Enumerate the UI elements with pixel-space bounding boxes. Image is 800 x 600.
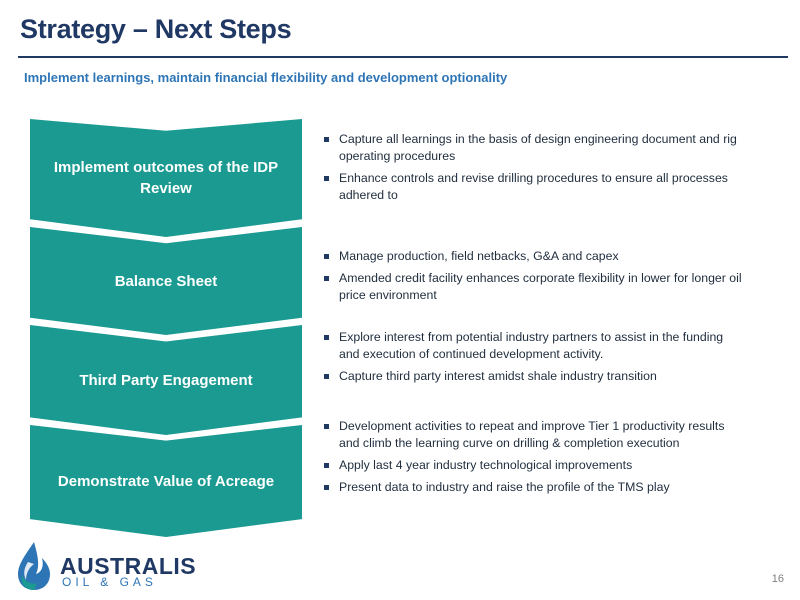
- chevron-step-4-label: Demonstrate Value of Acreage: [57, 472, 275, 490]
- bullet-text: Present data to industry and raise the p…: [339, 480, 670, 494]
- bullet-marker: [324, 254, 329, 259]
- title-divider: [18, 56, 788, 58]
- bullet-text: Amended credit facility enhances corpora…: [339, 271, 742, 302]
- bullet-marker: [324, 137, 329, 142]
- logo-subtitle: OIL & GAS: [62, 575, 157, 589]
- chevron-step-2: Balance Sheet: [30, 227, 302, 335]
- bullet-marker: [324, 485, 329, 490]
- bullet-marker: [324, 276, 329, 281]
- slide-title: Strategy – Next Steps: [20, 14, 292, 44]
- bullet-item: Present data to industry and raise the p…: [322, 479, 742, 496]
- bullet-item: Capture third party interest amidst shal…: [322, 368, 742, 385]
- chevron-step-3: Third Party Engagement: [30, 325, 302, 435]
- bullet-item: Explore interest from potential industry…: [322, 329, 742, 363]
- chevron-stack: Implement outcomes of the IDP Review Bal…: [30, 119, 302, 537]
- bullet-marker: [324, 335, 329, 340]
- logo-wordmark: AUSTRALIS: [60, 553, 197, 579]
- bullets-step-2: Manage production, field netbacks, G&A a…: [322, 248, 742, 309]
- bullet-item: Capture all learnings in the basis of de…: [322, 131, 742, 165]
- bullet-text: Development activities to repeat and imp…: [339, 419, 725, 450]
- bullets-step-1: Capture all learnings in the basis of de…: [322, 131, 742, 209]
- bullets-step-3: Explore interest from potential industry…: [322, 329, 742, 390]
- chevron-step-2-label: Balance Sheet: [114, 272, 218, 290]
- slide-subtitle: Implement learnings, maintain financial …: [24, 70, 508, 85]
- chevron-step-1-label: Implement outcomes of the IDP Review: [53, 159, 279, 197]
- page-number: 16: [771, 573, 784, 585]
- bullet-item: Manage production, field netbacks, G&A a…: [322, 248, 742, 265]
- bullet-text: Capture all learnings in the basis of de…: [339, 132, 737, 163]
- bullet-item: Enhance controls and revise drilling pro…: [322, 170, 742, 204]
- flame-drop-icon: [14, 540, 54, 597]
- bullet-text: Explore interest from potential industry…: [339, 330, 724, 361]
- bullet-text: Manage production, field netbacks, G&A a…: [339, 249, 619, 263]
- chevron-step-4: Demonstrate Value of Acreage: [30, 425, 302, 537]
- bullet-item: Apply last 4 year industry technological…: [322, 457, 742, 474]
- bullet-marker: [324, 463, 329, 468]
- bullets-step-4: Development activities to repeat and imp…: [322, 418, 742, 501]
- bullet-item: Amended credit facility enhances corpora…: [322, 270, 742, 304]
- bullet-marker: [324, 374, 329, 379]
- bullet-marker: [324, 176, 329, 181]
- bullet-text: Capture third party interest amidst shal…: [339, 369, 657, 383]
- bullet-item: Development activities to repeat and imp…: [322, 418, 742, 452]
- bullet-marker: [324, 424, 329, 429]
- chevron-step-1: Implement outcomes of the IDP Review: [30, 119, 302, 237]
- bullet-text: Apply last 4 year industry technological…: [339, 458, 633, 472]
- chevron-step-3-label: Third Party Engagement: [79, 371, 253, 389]
- bullet-text: Enhance controls and revise drilling pro…: [339, 171, 728, 202]
